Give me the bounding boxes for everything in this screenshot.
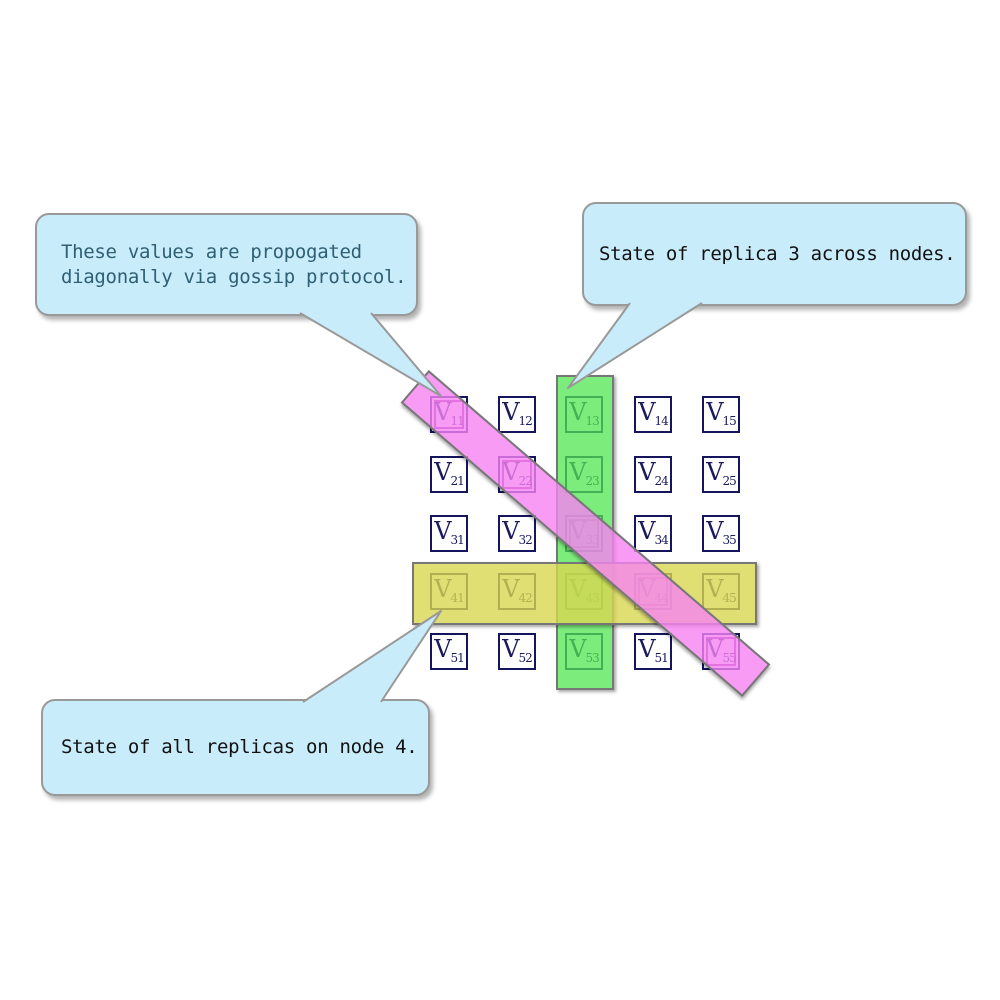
- cell-label: V35: [706, 517, 737, 547]
- callout-gossip-text-line2: diagonally via gossip protocol.: [61, 265, 407, 288]
- callout-gossip: These values are propogated diagonally v…: [35, 213, 418, 316]
- cell-label: V34: [638, 517, 669, 547]
- matrix-cell-v51-r5c4: V51: [634, 633, 672, 670]
- cell-label: V51: [638, 635, 669, 665]
- cell-label: V14: [638, 398, 669, 428]
- callout-node4: State of all replicas on node 4.: [41, 699, 430, 796]
- callout-gossip-text-line1: These values are propogated: [61, 240, 362, 263]
- cell-label: V31: [434, 517, 465, 547]
- matrix-cell-v12-r1c2: V12: [498, 396, 536, 433]
- cell-label: V21: [434, 458, 465, 488]
- cell-label: V24: [638, 458, 669, 488]
- matrix-cell-v35-r3c5: V35: [702, 515, 740, 552]
- matrix-cell-v15-r1c5: V15: [702, 396, 740, 433]
- matrix-cell-v21-r2c1: V21: [430, 456, 468, 493]
- matrix-cell-v25-r2c5: V25: [702, 456, 740, 493]
- cell-label: V12: [502, 398, 533, 428]
- cell-label: V25: [706, 458, 737, 488]
- matrix-cell-v34-r3c4: V34: [634, 515, 672, 552]
- matrix-cell-v52-r5c2: V52: [498, 633, 536, 670]
- cell-label: V52: [502, 635, 533, 665]
- callout-replica3-text: State of replica 3 across nodes.: [599, 242, 956, 265]
- matrix-cell-v14-r1c4: V14: [634, 396, 672, 433]
- cell-label: V51: [434, 635, 465, 665]
- callout-node4-text: State of all replicas on node 4.: [61, 736, 418, 758]
- matrix-cell-v24-r2c4: V24: [634, 456, 672, 493]
- cell-label: V32: [502, 517, 533, 547]
- cell-label: V15: [706, 398, 737, 428]
- matrix-cell-v32-r3c2: V32: [498, 515, 536, 552]
- callout-replica3: State of replica 3 across nodes.: [582, 202, 967, 306]
- matrix-cell-v31-r3c1: V31: [430, 515, 468, 552]
- matrix-cell-v51-r5c1: V51: [430, 633, 468, 670]
